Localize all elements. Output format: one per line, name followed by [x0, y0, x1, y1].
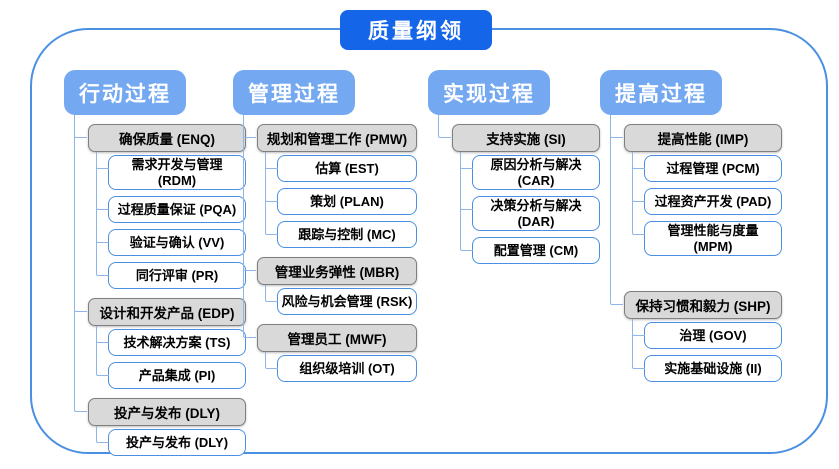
tree-node: 投产与发布 (DLY) — [96, 426, 246, 459]
practice-box-mpm: 管理性能与度量 (MPM) — [644, 221, 782, 257]
practice-box-ii: 实施基础设施 (II) — [644, 355, 782, 383]
tree-node-imp: 提高性能 (IMP) 过程管理 (PCM) 过程资产开发 (PAD) 管理性能与… — [610, 115, 782, 263]
group-box-si: 支持实施 (SI) — [452, 124, 600, 152]
tree-node-enq: 确保质量 (ENQ) 需求开发与管理 (RDM) 过程质量保证 (PQA) 验证… — [74, 115, 246, 296]
practice-box-cm: 配置管理 (CM) — [472, 237, 600, 265]
column-implementation-process: 实现过程 支持实施 (SI) 原因分析与解决 (CAR) 决策分析与解决 (DA… — [428, 70, 600, 270]
tree-node-mwf: 管理员工 (MWF) 组织级培训 (OT) — [243, 321, 417, 388]
group-pmw-children: 估算 (EST) 策划 (PLAN) 跟踪与控制 (MC) — [265, 152, 417, 251]
group-dly-children: 投产与发布 (DLY) — [96, 426, 246, 459]
column-action-header: 行动过程 — [64, 70, 186, 115]
diagram-title: 质量纲领 — [340, 10, 492, 50]
practice-box-dar: 决策分析与解决 (DAR) — [472, 196, 600, 232]
tree-node: 过程质量保证 (PQA) — [96, 193, 246, 227]
practice-box-dly: 投产与发布 (DLY) — [108, 429, 246, 457]
tree-node-mbr: 管理业务弹性 (MBR) 风险与机会管理 (RSK) — [243, 254, 417, 321]
practice-box-rdm: 需求开发与管理 (RDM) — [108, 155, 246, 191]
tree-node-shp: 保持习惯和毅力 (SHP) 治理 (GOV) 实施基础设施 (II) — [610, 262, 782, 388]
group-shp-children: 治理 (GOV) 实施基础设施 (II) — [632, 319, 782, 385]
column-action-process: 行动过程 确保质量 (ENQ) 需求开发与管理 (RDM) 过程质量保证 (PQ… — [64, 70, 246, 462]
column-management-process: 管理过程 规划和管理工作 (PMW) 估算 (EST) 策划 (PLAN) 跟踪… — [233, 70, 417, 388]
group-box-imp: 提高性能 (IMP) — [624, 124, 782, 152]
group-imp-children: 过程管理 (PCM) 过程资产开发 (PAD) 管理性能与度量 (MPM) — [632, 152, 782, 259]
column-improvement-process: 提高过程 提高性能 (IMP) 过程管理 (PCM) 过程资产开发 (PAD) … — [600, 70, 782, 388]
tree-node-edp: 设计和开发产品 (EDP) 技术解决方案 (TS) 产品集成 (PI) — [74, 295, 246, 396]
tree-node: 风险与机会管理 (RSK) — [265, 285, 417, 318]
practice-box-est: 估算 (EST) — [277, 155, 417, 182]
column-improvement-header: 提高过程 — [600, 70, 722, 115]
tree-node: 管理性能与度量 (MPM) — [632, 218, 782, 259]
practice-box-pad: 过程资产开发 (PAD) — [644, 188, 782, 215]
column-management-header: 管理过程 — [233, 70, 355, 115]
practice-box-gov: 治理 (GOV) — [644, 322, 782, 350]
group-box-mbr: 管理业务弹性 (MBR) — [257, 257, 417, 285]
practice-box-ot: 组织级培训 (OT) — [277, 355, 417, 382]
group-box-edp: 设计和开发产品 (EDP) — [88, 298, 246, 327]
practice-box-pr: 同行评审 (PR) — [108, 262, 246, 290]
group-enq-children: 需求开发与管理 (RDM) 过程质量保证 (PQA) 验证与确认 (VV) 同行… — [96, 152, 246, 292]
tree-node: 跟踪与控制 (MC) — [265, 218, 417, 251]
group-box-enq: 确保质量 (ENQ) — [88, 124, 246, 152]
practice-box-pi: 产品集成 (PI) — [108, 362, 246, 390]
tree-node: 需求开发与管理 (RDM) — [96, 152, 246, 194]
tree-node: 估算 (EST) — [265, 152, 417, 185]
group-box-mwf: 管理员工 (MWF) — [257, 324, 417, 352]
practice-box-car: 原因分析与解决 (CAR) — [472, 155, 600, 191]
tree-node: 治理 (GOV) — [632, 319, 782, 353]
group-edp-children: 技术解决方案 (TS) 产品集成 (PI) — [96, 326, 246, 392]
tree-node: 过程资产开发 (PAD) — [632, 185, 782, 218]
practice-box-mc: 跟踪与控制 (MC) — [277, 221, 417, 248]
column-implementation-tree: 支持实施 (SI) 原因分析与解决 (CAR) 决策分析与解决 (DAR) 配置… — [438, 115, 600, 270]
column-action-tree: 确保质量 (ENQ) 需求开发与管理 (RDM) 过程质量保证 (PQA) 验证… — [74, 115, 246, 462]
column-management-tree: 规划和管理工作 (PMW) 估算 (EST) 策划 (PLAN) 跟踪与控制 (… — [243, 115, 417, 388]
tree-node: 产品集成 (PI) — [96, 359, 246, 392]
tree-node: 策划 (PLAN) — [265, 185, 417, 218]
group-box-pmw: 规划和管理工作 (PMW) — [257, 124, 417, 152]
group-mbr-children: 风险与机会管理 (RSK) — [265, 285, 417, 318]
practice-box-rsk: 风险与机会管理 (RSK) — [277, 288, 417, 315]
practice-box-plan: 策划 (PLAN) — [277, 188, 417, 215]
practice-box-pcm: 过程管理 (PCM) — [644, 155, 782, 182]
tree-node-dly: 投产与发布 (DLY) 投产与发布 (DLY) — [74, 395, 246, 462]
tree-node: 验证与确认 (VV) — [96, 226, 246, 260]
tree-node-pmw: 规划和管理工作 (PMW) 估算 (EST) 策划 (PLAN) 跟踪与控制 (… — [243, 115, 417, 254]
practice-box-vv: 验证与确认 (VV) — [108, 229, 246, 257]
group-box-dly: 投产与发布 (DLY) — [88, 398, 246, 427]
tree-node: 原因分析与解决 (CAR) — [460, 152, 600, 194]
tree-node: 技术解决方案 (TS) — [96, 326, 246, 360]
tree-node-si: 支持实施 (SI) 原因分析与解决 (CAR) 决策分析与解决 (DAR) 配置… — [438, 115, 600, 270]
tree-node: 实施基础设施 (II) — [632, 352, 782, 385]
tree-node: 配置管理 (CM) — [460, 234, 600, 267]
tree-node: 决策分析与解决 (DAR) — [460, 193, 600, 235]
group-box-shp: 保持习惯和毅力 (SHP) — [624, 291, 782, 320]
tree-node: 组织级培训 (OT) — [265, 352, 417, 385]
column-implementation-header: 实现过程 — [428, 70, 550, 115]
column-improvement-tree: 提高性能 (IMP) 过程管理 (PCM) 过程资产开发 (PAD) 管理性能与… — [610, 115, 782, 388]
group-si-children: 原因分析与解决 (CAR) 决策分析与解决 (DAR) 配置管理 (CM) — [460, 152, 600, 267]
tree-node: 同行评审 (PR) — [96, 259, 246, 292]
group-mwf-children: 组织级培训 (OT) — [265, 352, 417, 385]
practice-box-pqa: 过程质量保证 (PQA) — [108, 196, 246, 224]
practice-box-ts: 技术解决方案 (TS) — [108, 329, 246, 357]
tree-node: 过程管理 (PCM) — [632, 152, 782, 185]
